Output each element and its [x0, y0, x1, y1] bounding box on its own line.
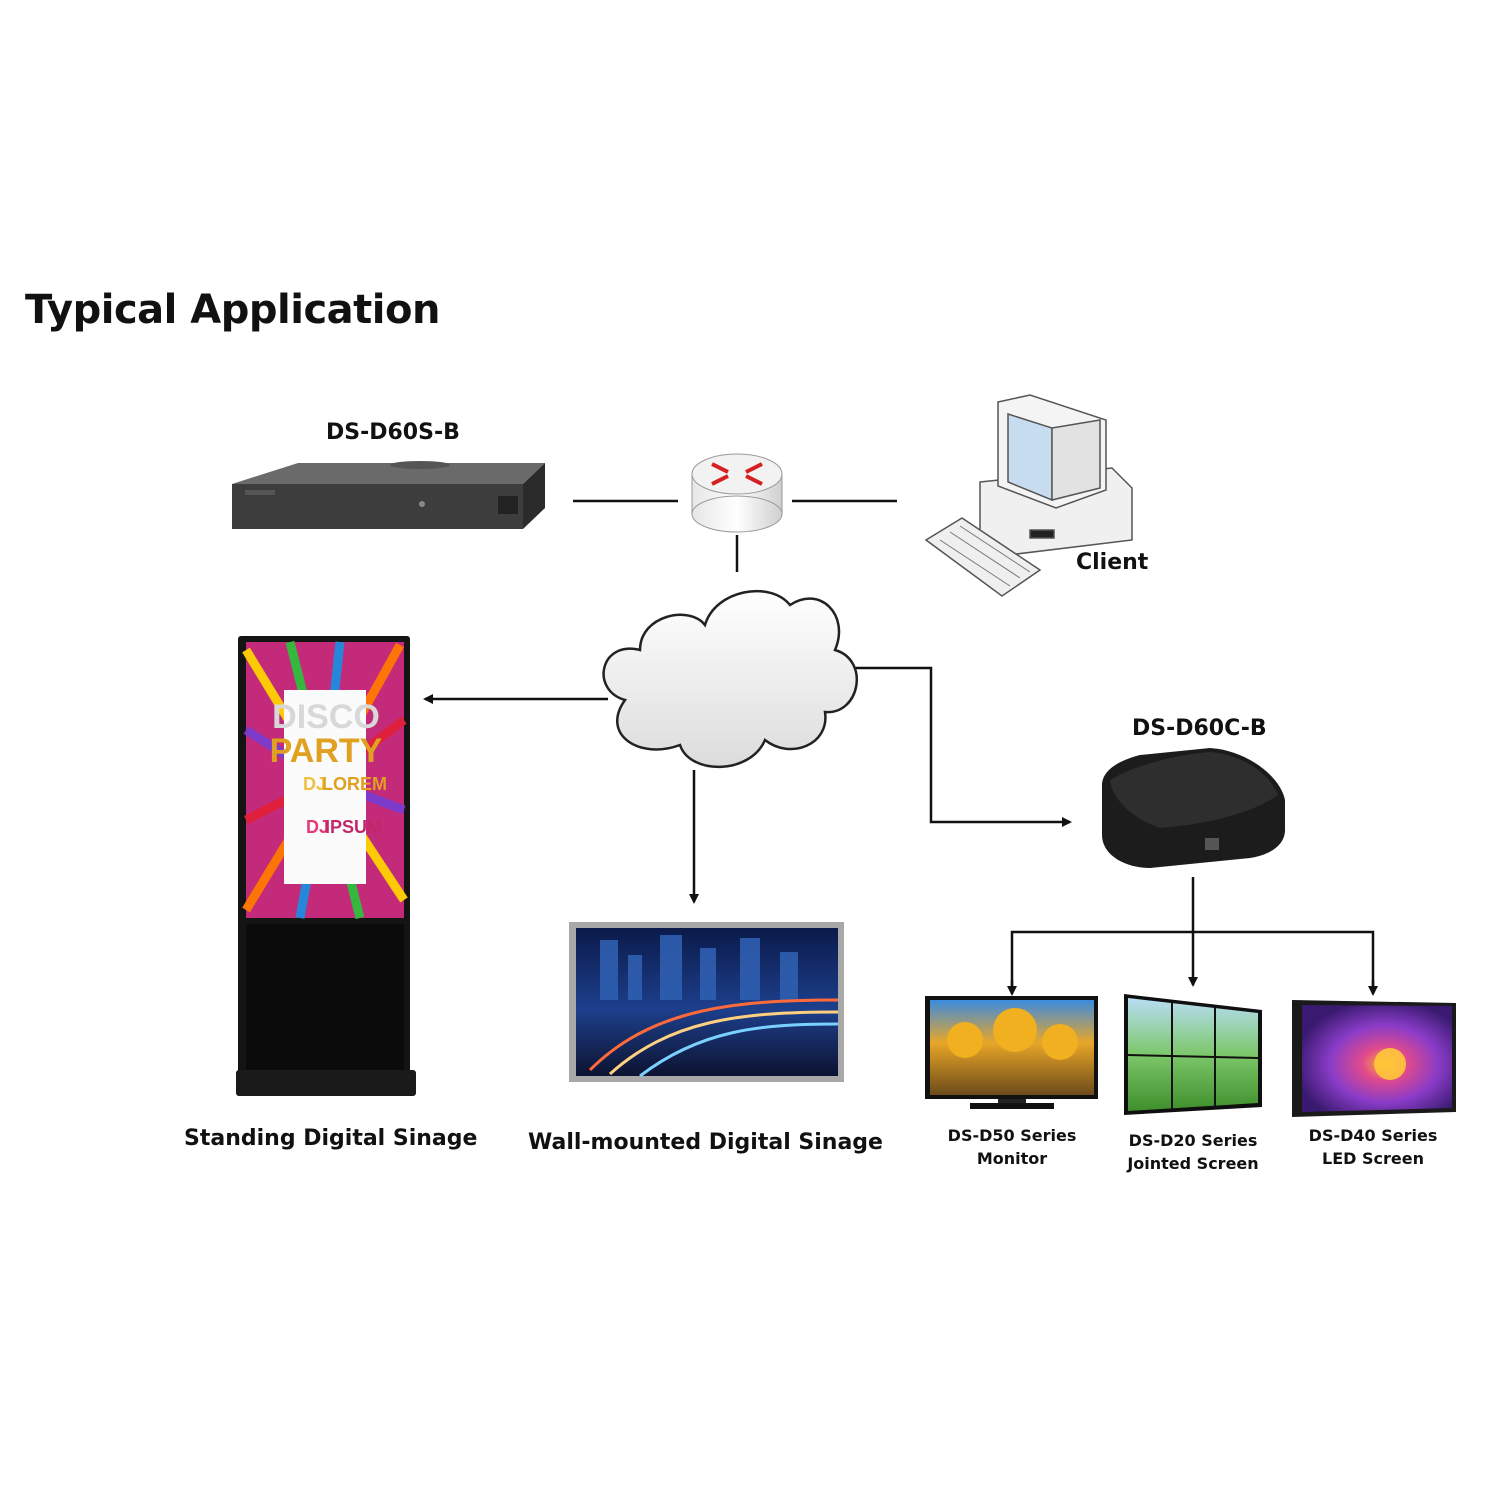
- desktop-computer-icon: [924, 394, 1133, 597]
- kiosk-screen-text: DISCO PARTY DJ LOREM DJ IPSUM: [270, 698, 387, 837]
- monitor-icon: [925, 996, 1098, 1109]
- screen-text-party: PARTY: [270, 732, 383, 770]
- led-label-series: DS-D40 Series: [1308, 1126, 1438, 1145]
- player-label: DS-D60C-B: [1132, 716, 1267, 741]
- standing-signage-label: Standing Digital Sinage: [184, 1126, 478, 1151]
- player-branch-line: [1010, 930, 1375, 992]
- jointed-label-type: Jointed Screen: [1127, 1154, 1259, 1173]
- media-player-box-icon: [1102, 748, 1285, 868]
- client-label: Client: [1076, 550, 1149, 575]
- jointed-label: DS-D20 Series Jointed Screen: [1113, 1129, 1273, 1175]
- monitor-label: DS-D50 Series Monitor: [932, 1124, 1092, 1170]
- page-title: Typical Application: [25, 287, 440, 333]
- led-label-type: LED Screen: [1322, 1149, 1424, 1168]
- screen-text-lorem: LOREM: [322, 774, 387, 794]
- led-screen-icon: [1292, 1000, 1456, 1117]
- wall-tv-display-icon: [569, 922, 844, 1082]
- jointed-label-series: DS-D20 Series: [1128, 1131, 1258, 1150]
- screen-text-ipsum: IPSUM: [325, 817, 382, 837]
- screen-text-dj1: DJ: [303, 774, 326, 794]
- cloud-network-icon: [602, 590, 859, 769]
- video-wall-icon: [1124, 994, 1262, 1115]
- monitor-label-type: Monitor: [976, 1149, 1048, 1168]
- server-rack-icon: [232, 461, 545, 529]
- monitor-label-series: DS-D50 Series: [947, 1126, 1077, 1145]
- connection-lines: [423, 499, 1378, 996]
- standing-kiosk-display-icon: [236, 636, 416, 1096]
- wall-signage-label: Wall-mounted Digital Sinage: [528, 1130, 883, 1155]
- screen-text-dj2: DJ: [306, 817, 329, 837]
- cloud-to-player-arrow: [845, 666, 1072, 827]
- router-icon: [691, 453, 783, 533]
- led-label: DS-D40 Series LED Screen: [1293, 1124, 1453, 1170]
- screen-text-disco: DISCO: [272, 698, 380, 736]
- server-label: DS-D60S-B: [326, 420, 460, 445]
